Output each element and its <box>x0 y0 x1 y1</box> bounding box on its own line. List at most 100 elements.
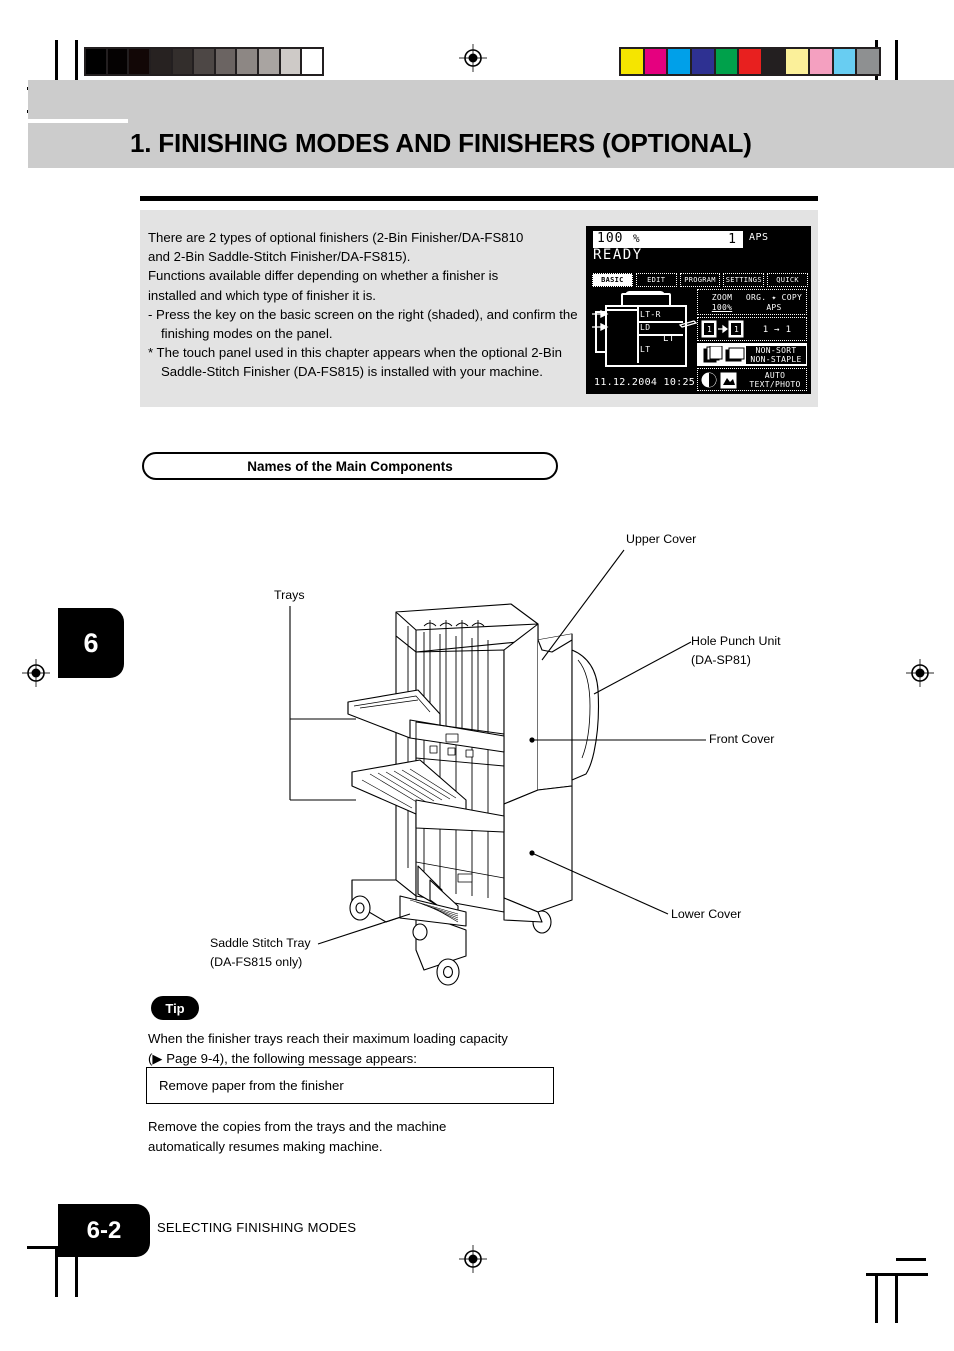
grayscale-swatch-1 <box>107 49 130 74</box>
grayscale-swatch-5 <box>194 49 216 74</box>
colorbar-swatch-7 <box>786 49 810 74</box>
chapter-tab: 6 <box>58 608 124 678</box>
leader-front-cover <box>529 737 706 743</box>
crop-mark-v <box>55 1249 58 1297</box>
chapter-header-band <box>28 80 954 168</box>
lcd-status-bar: 100 % 1 <box>593 231 743 250</box>
crop-mark-v2 <box>875 1275 878 1323</box>
intro-line-4: installed and which type of finisher it … <box>148 287 376 303</box>
lcd-button-duplex[interactable]: 1 1 1 → 1 <box>697 317 807 341</box>
label-saddle-stitch-tray: Saddle Stitch Tray <box>210 936 311 950</box>
tip-after-line-1: Remove the copies from the trays and the… <box>148 1119 447 1134</box>
grayscale-swatch-9 <box>280 49 303 74</box>
colorbar-swatch-1 <box>644 49 669 74</box>
label-lower-cover: Lower Cover <box>671 907 742 921</box>
duplex-mode-icon: 1 1 <box>701 320 744 338</box>
header-notch <box>28 119 128 123</box>
tip-badge-label: Tip <box>165 1000 185 1016</box>
tip-intro-text: When the finisher trays reach their maxi… <box>148 1029 578 1068</box>
colorbar-swatch-6 <box>762 49 787 74</box>
crop-mark-v <box>55 40 58 88</box>
label-trays: Trays <box>274 588 305 602</box>
section-heading-pill: Names of the Main Components <box>142 452 558 480</box>
intro-line-1: There are 2 types of optional finishers … <box>148 230 524 245</box>
lcd-tab-bar[interactable]: BASIC EDIT PROGRAM SETTINGS QUICK <box>592 273 808 287</box>
non-sort-icon <box>703 346 745 363</box>
lcd-tab-quick[interactable]: QUICK <box>767 273 808 287</box>
density-photo-icon <box>701 372 737 389</box>
grayscale-swatch-6 <box>215 49 238 74</box>
lcd-tab-edit[interactable]: EDIT <box>635 273 677 287</box>
lcd-sort-line1: NON-SORT <box>746 346 806 355</box>
label-hole-punch-unit: Hole Punch Unit <box>691 634 781 648</box>
lcd-screen: 100 % 1 APS READY BASIC EDIT PROGRAM SET… <box>589 229 808 391</box>
lcd-status-text: READY <box>593 247 643 263</box>
lcd-button-zoom-aps[interactable]: ZOOM 100% ORG. ✦ COPY APS <box>697 289 807 315</box>
label-hole-punch-unit-model: (DA-SP81) <box>691 653 751 667</box>
tip-after-text: Remove the copies from the trays and the… <box>148 1117 578 1156</box>
lcd-tab-program[interactable]: PROGRAM <box>679 273 721 287</box>
colorbar-swatch-2 <box>668 49 692 74</box>
lcd-cassette-label-lt-r: LT-R <box>640 310 661 319</box>
message-box: Remove paper from the finisher <box>146 1067 554 1104</box>
lcd-datetime: 11.12.2004 10:25 <box>594 377 696 388</box>
crop-mark-h2 <box>896 1258 926 1261</box>
lcd-button-exposure-mode[interactable]: AUTO TEXT/PHOTO <box>697 368 807 391</box>
footer-page-number: 6-2 <box>86 1216 122 1244</box>
lcd-tab-settings[interactable]: SETTINGS <box>723 273 765 287</box>
intro-bullet-1: - Press the key on the basic screen on t… <box>148 306 578 342</box>
colorbar-swatch-10 <box>857 49 880 74</box>
grayscale-swatch-10 <box>302 49 323 74</box>
section-heading-text: Names of the Main Components <box>247 458 453 474</box>
crop-mark-v2 <box>75 1249 78 1297</box>
colorbar-swatch-8 <box>810 49 834 74</box>
label-saddle-stitch-tray-model: (DA-FS815 only) <box>210 955 303 969</box>
registration-mark-left <box>22 659 50 687</box>
leader-lower-cover <box>529 850 669 915</box>
lcd-touch-panel: 100 % 1 APS READY BASIC EDIT PROGRAM SET… <box>586 226 811 394</box>
intro-bullet-2: * The touch panel used in this chapter a… <box>148 345 562 380</box>
lcd-feed-arrows-icon <box>592 309 609 332</box>
lcd-button-sort-staple[interactable]: NON-SORT NON-STAPLE <box>697 343 807 366</box>
lcd-zoom-value: 100 <box>597 231 624 246</box>
crop-mark-v <box>895 1275 898 1323</box>
colorbar-swatch-9 <box>833 49 858 74</box>
lcd-cassette-top-line <box>607 309 637 311</box>
finisher-illustration <box>347 603 600 986</box>
lcd-function-buttons[interactable]: ZOOM 100% ORG. ✦ COPY APS 1 1 1 → 1 <box>697 289 807 391</box>
lcd-cassette-line-2 <box>637 334 683 336</box>
leader-saddle-stitch-tray <box>317 913 411 945</box>
lcd-exit-tray-icon <box>679 320 697 328</box>
tip-line-1: When the finisher trays reach their maxi… <box>148 1031 508 1046</box>
lcd-aps-indicator: APS <box>749 232 769 243</box>
lcd-zoom-title: ZOOM <box>711 293 733 302</box>
lcd-zoom-ratio: 100% <box>711 303 733 312</box>
color-calibration-strip <box>619 47 881 76</box>
lcd-percent-symbol: % <box>633 232 640 245</box>
svg-text:1: 1 <box>734 325 739 334</box>
lcd-org-copy-title: ORG. ✦ COPY <box>745 293 803 302</box>
registration-mark-top <box>459 44 487 72</box>
colorbar-swatch-4 <box>715 49 740 74</box>
intro-text-block: There are 2 types of optional finishers … <box>148 228 578 382</box>
footer-section-title: SELECTING FINISHING MODES <box>157 1220 357 1235</box>
lcd-tab-basic[interactable]: BASIC <box>592 273 633 287</box>
lcd-duplex-value: 1 → 1 <box>762 325 792 335</box>
crop-mark-v2 <box>75 40 78 88</box>
lcd-cassette-label-lt-right: LT <box>663 334 675 344</box>
leader-upper-cover <box>541 549 625 661</box>
page-title: 1. FINISHING MODES AND FINISHERS (OPTION… <box>130 128 752 158</box>
grayscale-swatch-0 <box>86 49 108 74</box>
grayscale-swatch-4 <box>172 49 195 74</box>
lcd-machine-diagram[interactable]: LT-R LD LT LT <box>592 291 697 369</box>
grayscale-swatch-2 <box>129 49 151 74</box>
colorbar-swatch-3 <box>691 49 716 74</box>
leader-trays <box>289 606 356 801</box>
lcd-cassette-line-1 <box>637 321 683 323</box>
crop-mark-v <box>895 40 898 88</box>
registration-mark-right <box>906 659 934 687</box>
message-box-text: Remove paper from the finisher <box>159 1078 344 1093</box>
label-upper-cover: Upper Cover <box>626 532 697 546</box>
lcd-copy-count: 1 <box>728 232 736 247</box>
lcd-cassette-label-lt: LT <box>640 345 651 354</box>
